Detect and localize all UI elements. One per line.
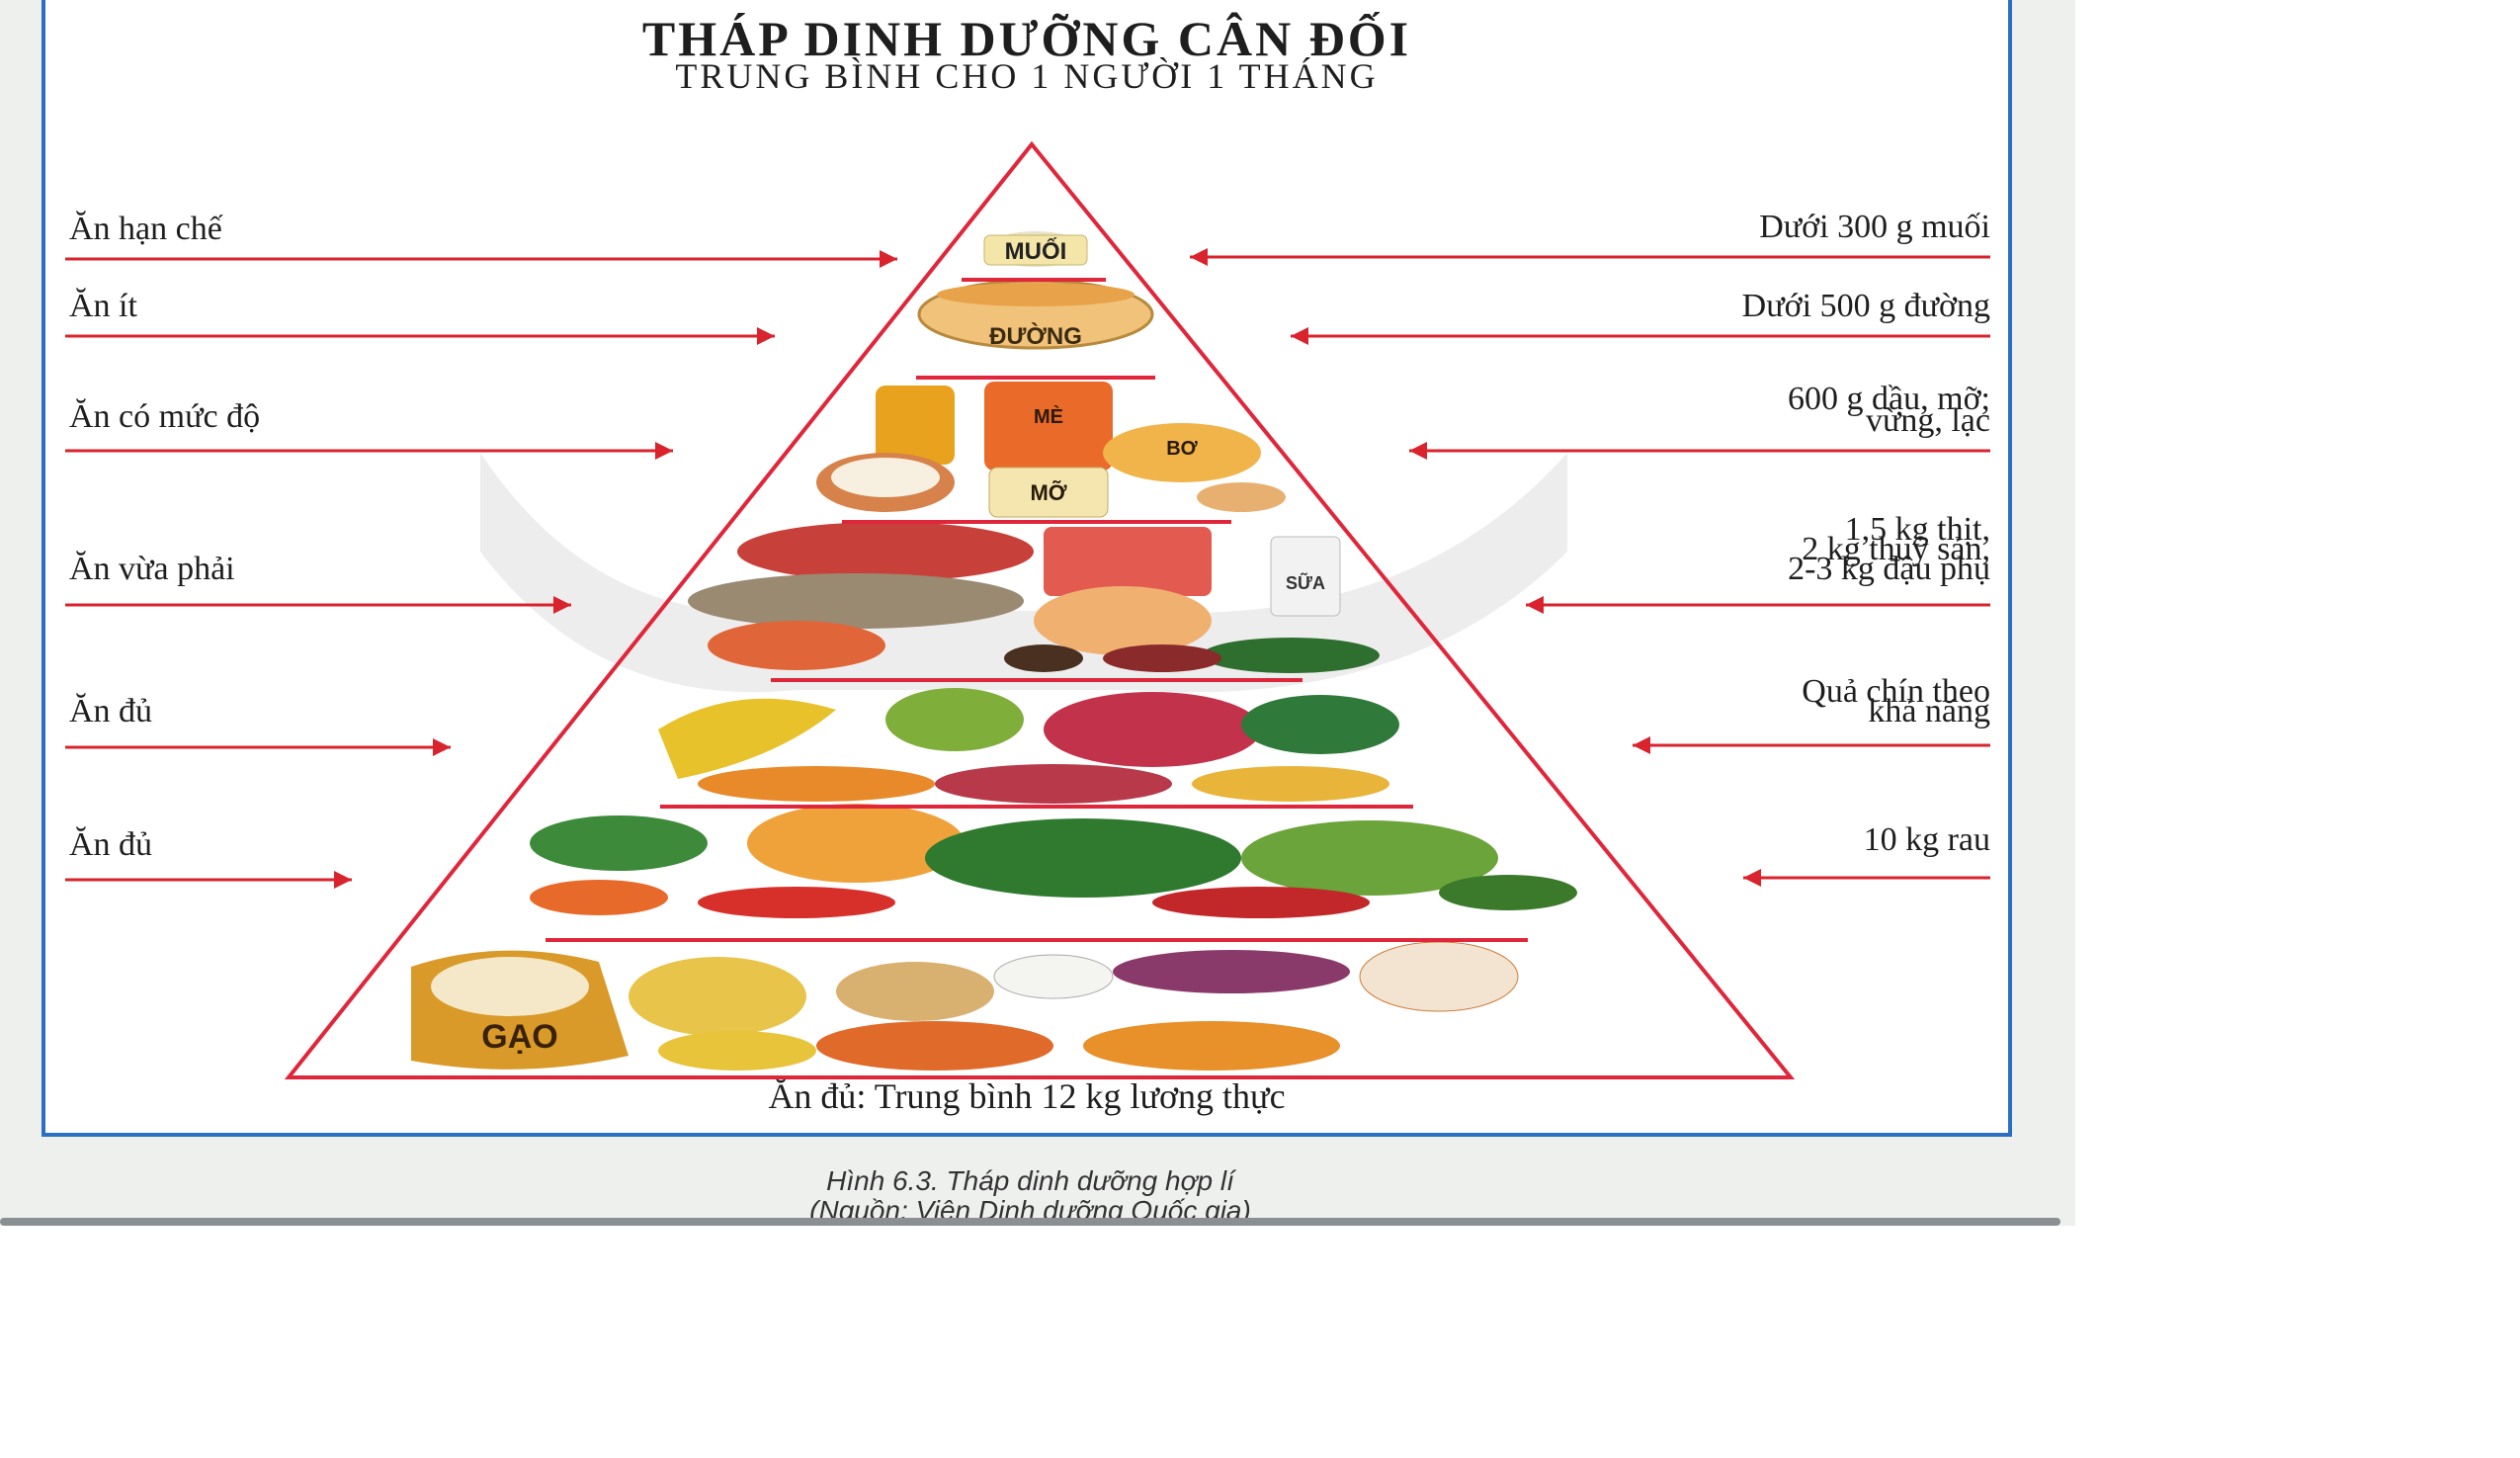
figure-caption: Hình 6.3. Tháp dinh dưỡng hợp lí (Nguồn:… bbox=[0, 1166, 2060, 1226]
salt-label: MUỐI bbox=[1005, 237, 1067, 265]
tier-grains: GẠO bbox=[411, 941, 1519, 1071]
left-arrows bbox=[65, 250, 897, 889]
tier-fats: MÈ BƠ MỠ bbox=[816, 382, 1286, 518]
butter-label: BƠ bbox=[1166, 438, 1198, 460]
left-label-limit: Ăn hạn chế bbox=[69, 211, 222, 247]
sugar-label: ĐƯỜNG bbox=[989, 322, 1082, 350]
poster-subtitle: TRUNG BÌNH CHO 1 NGƯỜI 1 THÁNG bbox=[675, 56, 1379, 96]
image-viewer: THÁP DINH DƯỠNG CÂN ĐỐI TRUNG BÌNH CHO 1… bbox=[0, 0, 2075, 1226]
milk-label: SỮA bbox=[1286, 572, 1325, 593]
tier-salt: MUỐI bbox=[983, 231, 1088, 267]
left-label-little: Ăn ít bbox=[69, 288, 137, 324]
right-label-fats: 600 g dầu, mỡ; vừng, lạc bbox=[1788, 381, 1990, 439]
caption-title: Hình 6.3. Tháp dinh dưỡng hợp lí bbox=[826, 1165, 1234, 1196]
lard-label: MỠ bbox=[1030, 480, 1066, 505]
right-label-salt: Dưới 300 g muối bbox=[1759, 209, 1990, 245]
sesame-label: MÈ bbox=[1034, 405, 1063, 428]
left-label-moderate: Ăn có mức độ bbox=[69, 398, 261, 435]
left-label-enough-veg: Ăn đủ bbox=[69, 826, 153, 863]
tier-sugar: ĐƯỜNG bbox=[917, 279, 1154, 350]
right-arrows bbox=[1190, 248, 1990, 887]
right-label-veg: 10 kg rau bbox=[1863, 821, 1990, 858]
left-label-enough-fruit: Ăn đủ bbox=[69, 693, 153, 729]
rice-label: GẠO bbox=[481, 1018, 557, 1056]
pyramid-outline bbox=[284, 140, 1796, 1079]
tier-protein: SỮA bbox=[688, 522, 1380, 673]
left-label-medium: Ăn vừa phải bbox=[69, 551, 235, 587]
poster-title: THÁP DINH DƯỠNG CÂN ĐỐI bbox=[641, 11, 1412, 66]
nutrition-pyramid-poster: THÁP DINH DƯỠNG CÂN ĐỐI TRUNG BÌNH CHO 1… bbox=[42, 0, 2012, 1137]
tier-vegetables bbox=[530, 804, 1577, 918]
horizontal-scrollbar[interactable] bbox=[0, 1218, 2060, 1226]
tier-fruit bbox=[658, 688, 1399, 804]
bottom-note: Ăn đủ: Trung bình 12 kg lương thực bbox=[768, 1076, 1286, 1116]
right-label-sugar: Dưới 500 g đường bbox=[1741, 288, 1990, 324]
pyramid-diagram: MUỐI ĐƯỜNG MÈ BƠ MỠ bbox=[65, 140, 1990, 1079]
